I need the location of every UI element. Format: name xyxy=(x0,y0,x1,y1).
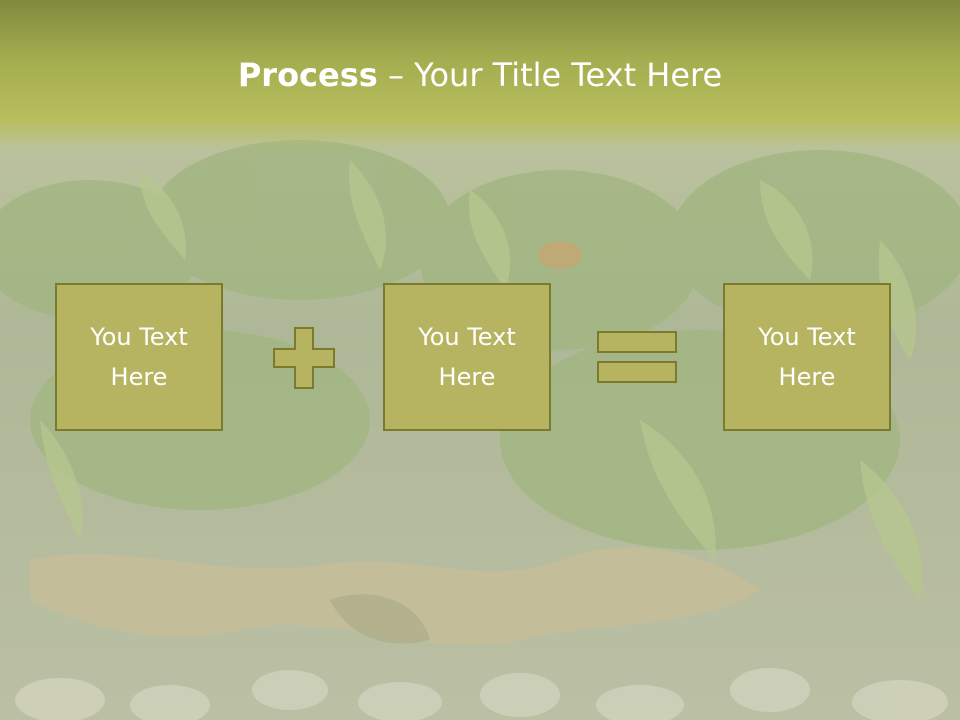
equals-icon xyxy=(596,330,678,386)
process-box-3-line1: You Text xyxy=(758,323,856,351)
title-bold-part: Process xyxy=(237,56,378,94)
process-box-3-line2: Here xyxy=(778,363,836,391)
process-box-1-line1: You Text xyxy=(90,323,188,351)
title-rest-part: – Your Title Text Here xyxy=(377,56,723,94)
plus-icon xyxy=(272,326,336,390)
title-bar: Process – Your Title Text Here xyxy=(0,0,960,150)
process-box-2-line2: Here xyxy=(438,363,496,391)
slide-title: Process – Your Title Text Here xyxy=(0,52,960,98)
process-box-2-line1: You Text xyxy=(418,323,516,351)
process-box-1-line2: Here xyxy=(110,363,168,391)
